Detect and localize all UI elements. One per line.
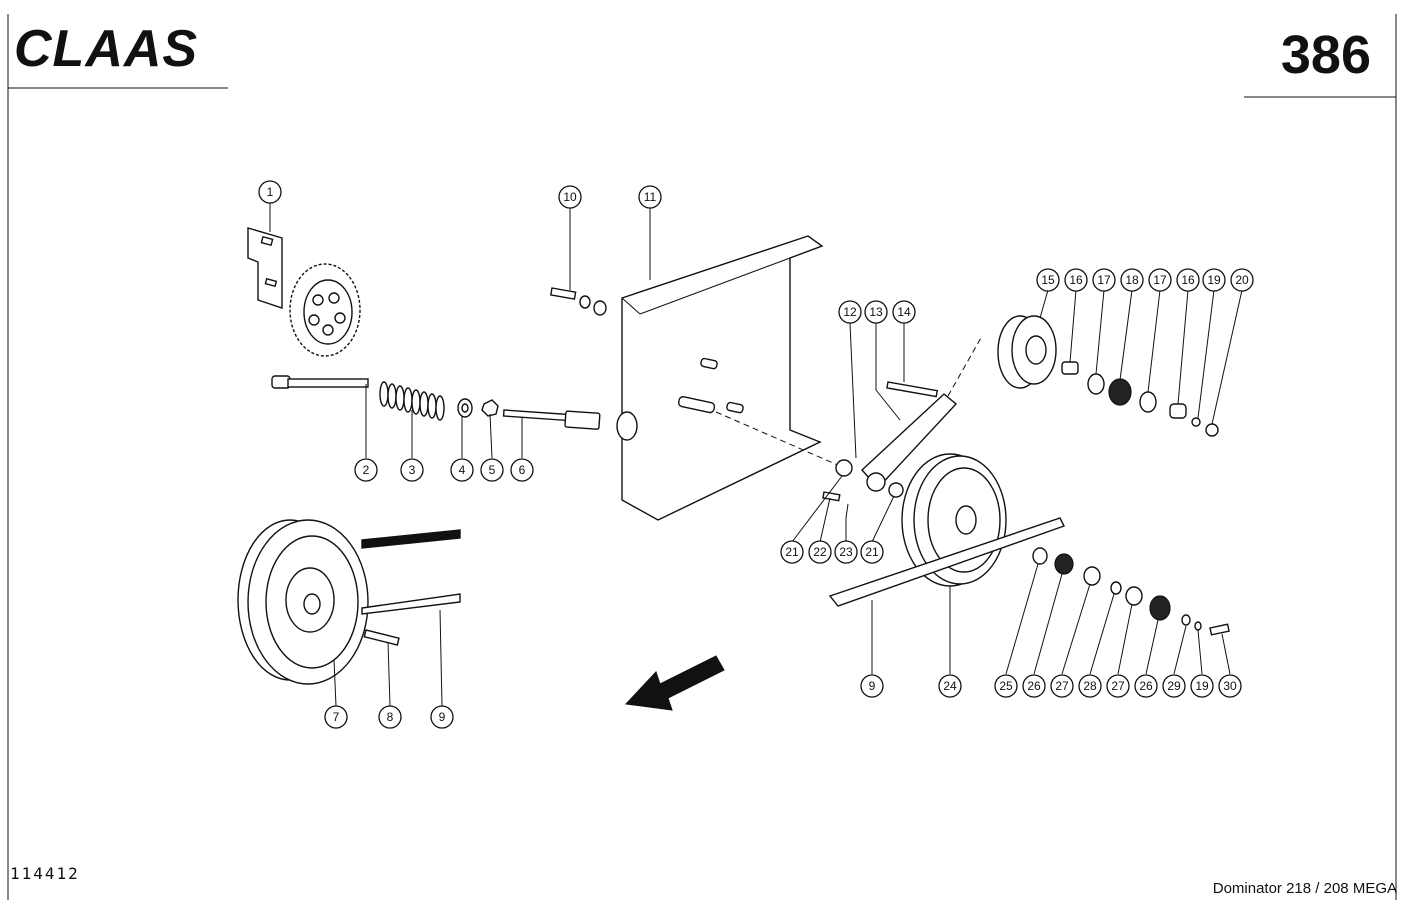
compression-spring bbox=[379, 381, 445, 421]
callout-17: 17 bbox=[1092, 268, 1116, 292]
idler-pulley-assembly bbox=[997, 315, 1219, 437]
callout-14: 14 bbox=[892, 300, 916, 324]
callout-9: 9 bbox=[430, 705, 454, 729]
callout-27: 27 bbox=[1050, 674, 1074, 698]
callout-label: 17 bbox=[1153, 273, 1167, 287]
callout-16: 16 bbox=[1064, 268, 1088, 292]
callout-label: 24 bbox=[943, 679, 957, 693]
callout-label: 8 bbox=[387, 710, 394, 724]
mounting-plate-assembly bbox=[549, 235, 841, 521]
callout-28: 28 bbox=[1078, 674, 1102, 698]
callout-label: 7 bbox=[333, 710, 340, 724]
callout-label: 5 bbox=[489, 463, 496, 477]
callout-label: 1 bbox=[267, 185, 274, 199]
page-number: 386 bbox=[1280, 25, 1371, 85]
callout-label: 20 bbox=[1235, 273, 1249, 287]
callout-1: 1 bbox=[258, 180, 282, 204]
callout-label: 9 bbox=[439, 710, 446, 724]
callout-30: 30 bbox=[1218, 674, 1242, 698]
callout-22: 22 bbox=[808, 540, 832, 564]
callout-5: 5 bbox=[480, 458, 504, 482]
callout-10: 10 bbox=[558, 185, 582, 209]
callout-label: 14 bbox=[897, 305, 911, 319]
callout-27: 27 bbox=[1106, 674, 1130, 698]
callout-26: 26 bbox=[1134, 674, 1158, 698]
callout-label: 29 bbox=[1167, 679, 1181, 693]
callout-21: 21 bbox=[780, 540, 804, 564]
callout-12: 12 bbox=[838, 300, 862, 324]
callout-label: 27 bbox=[1111, 679, 1125, 693]
callout-7: 7 bbox=[324, 705, 348, 729]
callout-label: 28 bbox=[1083, 679, 1097, 693]
callout-label: 15 bbox=[1041, 273, 1055, 287]
callout-label: 27 bbox=[1055, 679, 1069, 693]
callout-label: 10 bbox=[563, 190, 577, 204]
callout-label: 6 bbox=[519, 463, 526, 477]
callout-18: 18 bbox=[1120, 268, 1144, 292]
callout-29: 29 bbox=[1162, 674, 1186, 698]
callout-11: 11 bbox=[638, 185, 662, 209]
callout-17: 17 bbox=[1148, 268, 1172, 292]
tensioner-rod-assembly bbox=[271, 375, 601, 430]
callout-label: 11 bbox=[644, 190, 657, 204]
callout-label: 3 bbox=[409, 463, 416, 477]
callout-label: 16 bbox=[1069, 273, 1083, 287]
callout-8: 8 bbox=[378, 705, 402, 729]
callout-label: 12 bbox=[843, 305, 857, 319]
brand-logo: CLAAS bbox=[14, 22, 198, 72]
callout-25: 25 bbox=[994, 674, 1018, 698]
callout-label: 19 bbox=[1207, 273, 1221, 287]
callout-4: 4 bbox=[450, 458, 474, 482]
callout-label: 16 bbox=[1181, 273, 1195, 287]
callout-label: 21 bbox=[785, 545, 799, 559]
callout-19: 19 bbox=[1202, 268, 1226, 292]
callout-label: 19 bbox=[1195, 679, 1209, 693]
leader-lines bbox=[269, 202, 1243, 707]
callout-19: 19 bbox=[1190, 674, 1214, 698]
callout-24: 24 bbox=[938, 674, 962, 698]
callout-21: 21 bbox=[860, 540, 884, 564]
main-pulley-assembly bbox=[828, 453, 1230, 636]
callout-3: 3 bbox=[400, 458, 424, 482]
drive-pulley-assembly bbox=[237, 519, 461, 685]
callout-13: 13 bbox=[864, 300, 888, 324]
bracket-sprocket-assembly bbox=[247, 227, 361, 357]
callout-label: 9 bbox=[869, 679, 876, 693]
callout-label: 26 bbox=[1139, 679, 1153, 693]
callout-label: 21 bbox=[865, 545, 879, 559]
callout-label: 2 bbox=[363, 463, 370, 477]
brand-logo-text: CLAAS bbox=[14, 22, 198, 72]
frame-rules bbox=[7, 14, 1397, 900]
callout-label: 23 bbox=[839, 545, 853, 559]
callout-6: 6 bbox=[510, 458, 534, 482]
callout-9: 9 bbox=[860, 674, 884, 698]
callout-23: 23 bbox=[834, 540, 858, 564]
model-name: Dominator 218 / 208 MEGA bbox=[1212, 880, 1397, 897]
callout-16: 16 bbox=[1176, 268, 1200, 292]
tension-arm-assembly bbox=[822, 335, 983, 519]
callout-label: 22 bbox=[813, 545, 827, 559]
callout-label: 17 bbox=[1097, 273, 1111, 287]
callout-label: 4 bbox=[459, 463, 466, 477]
drawing-number: 114412 bbox=[10, 864, 80, 883]
callout-15: 15 bbox=[1036, 268, 1060, 292]
callout-26: 26 bbox=[1022, 674, 1046, 698]
callout-label: 18 bbox=[1125, 273, 1139, 287]
direction-arrow bbox=[624, 655, 725, 711]
callout-label: 25 bbox=[999, 679, 1013, 693]
callout-label: 30 bbox=[1223, 679, 1237, 693]
callout-2: 2 bbox=[354, 458, 378, 482]
callout-label: 26 bbox=[1027, 679, 1041, 693]
callout-label: 13 bbox=[869, 305, 883, 319]
callout-20: 20 bbox=[1230, 268, 1254, 292]
